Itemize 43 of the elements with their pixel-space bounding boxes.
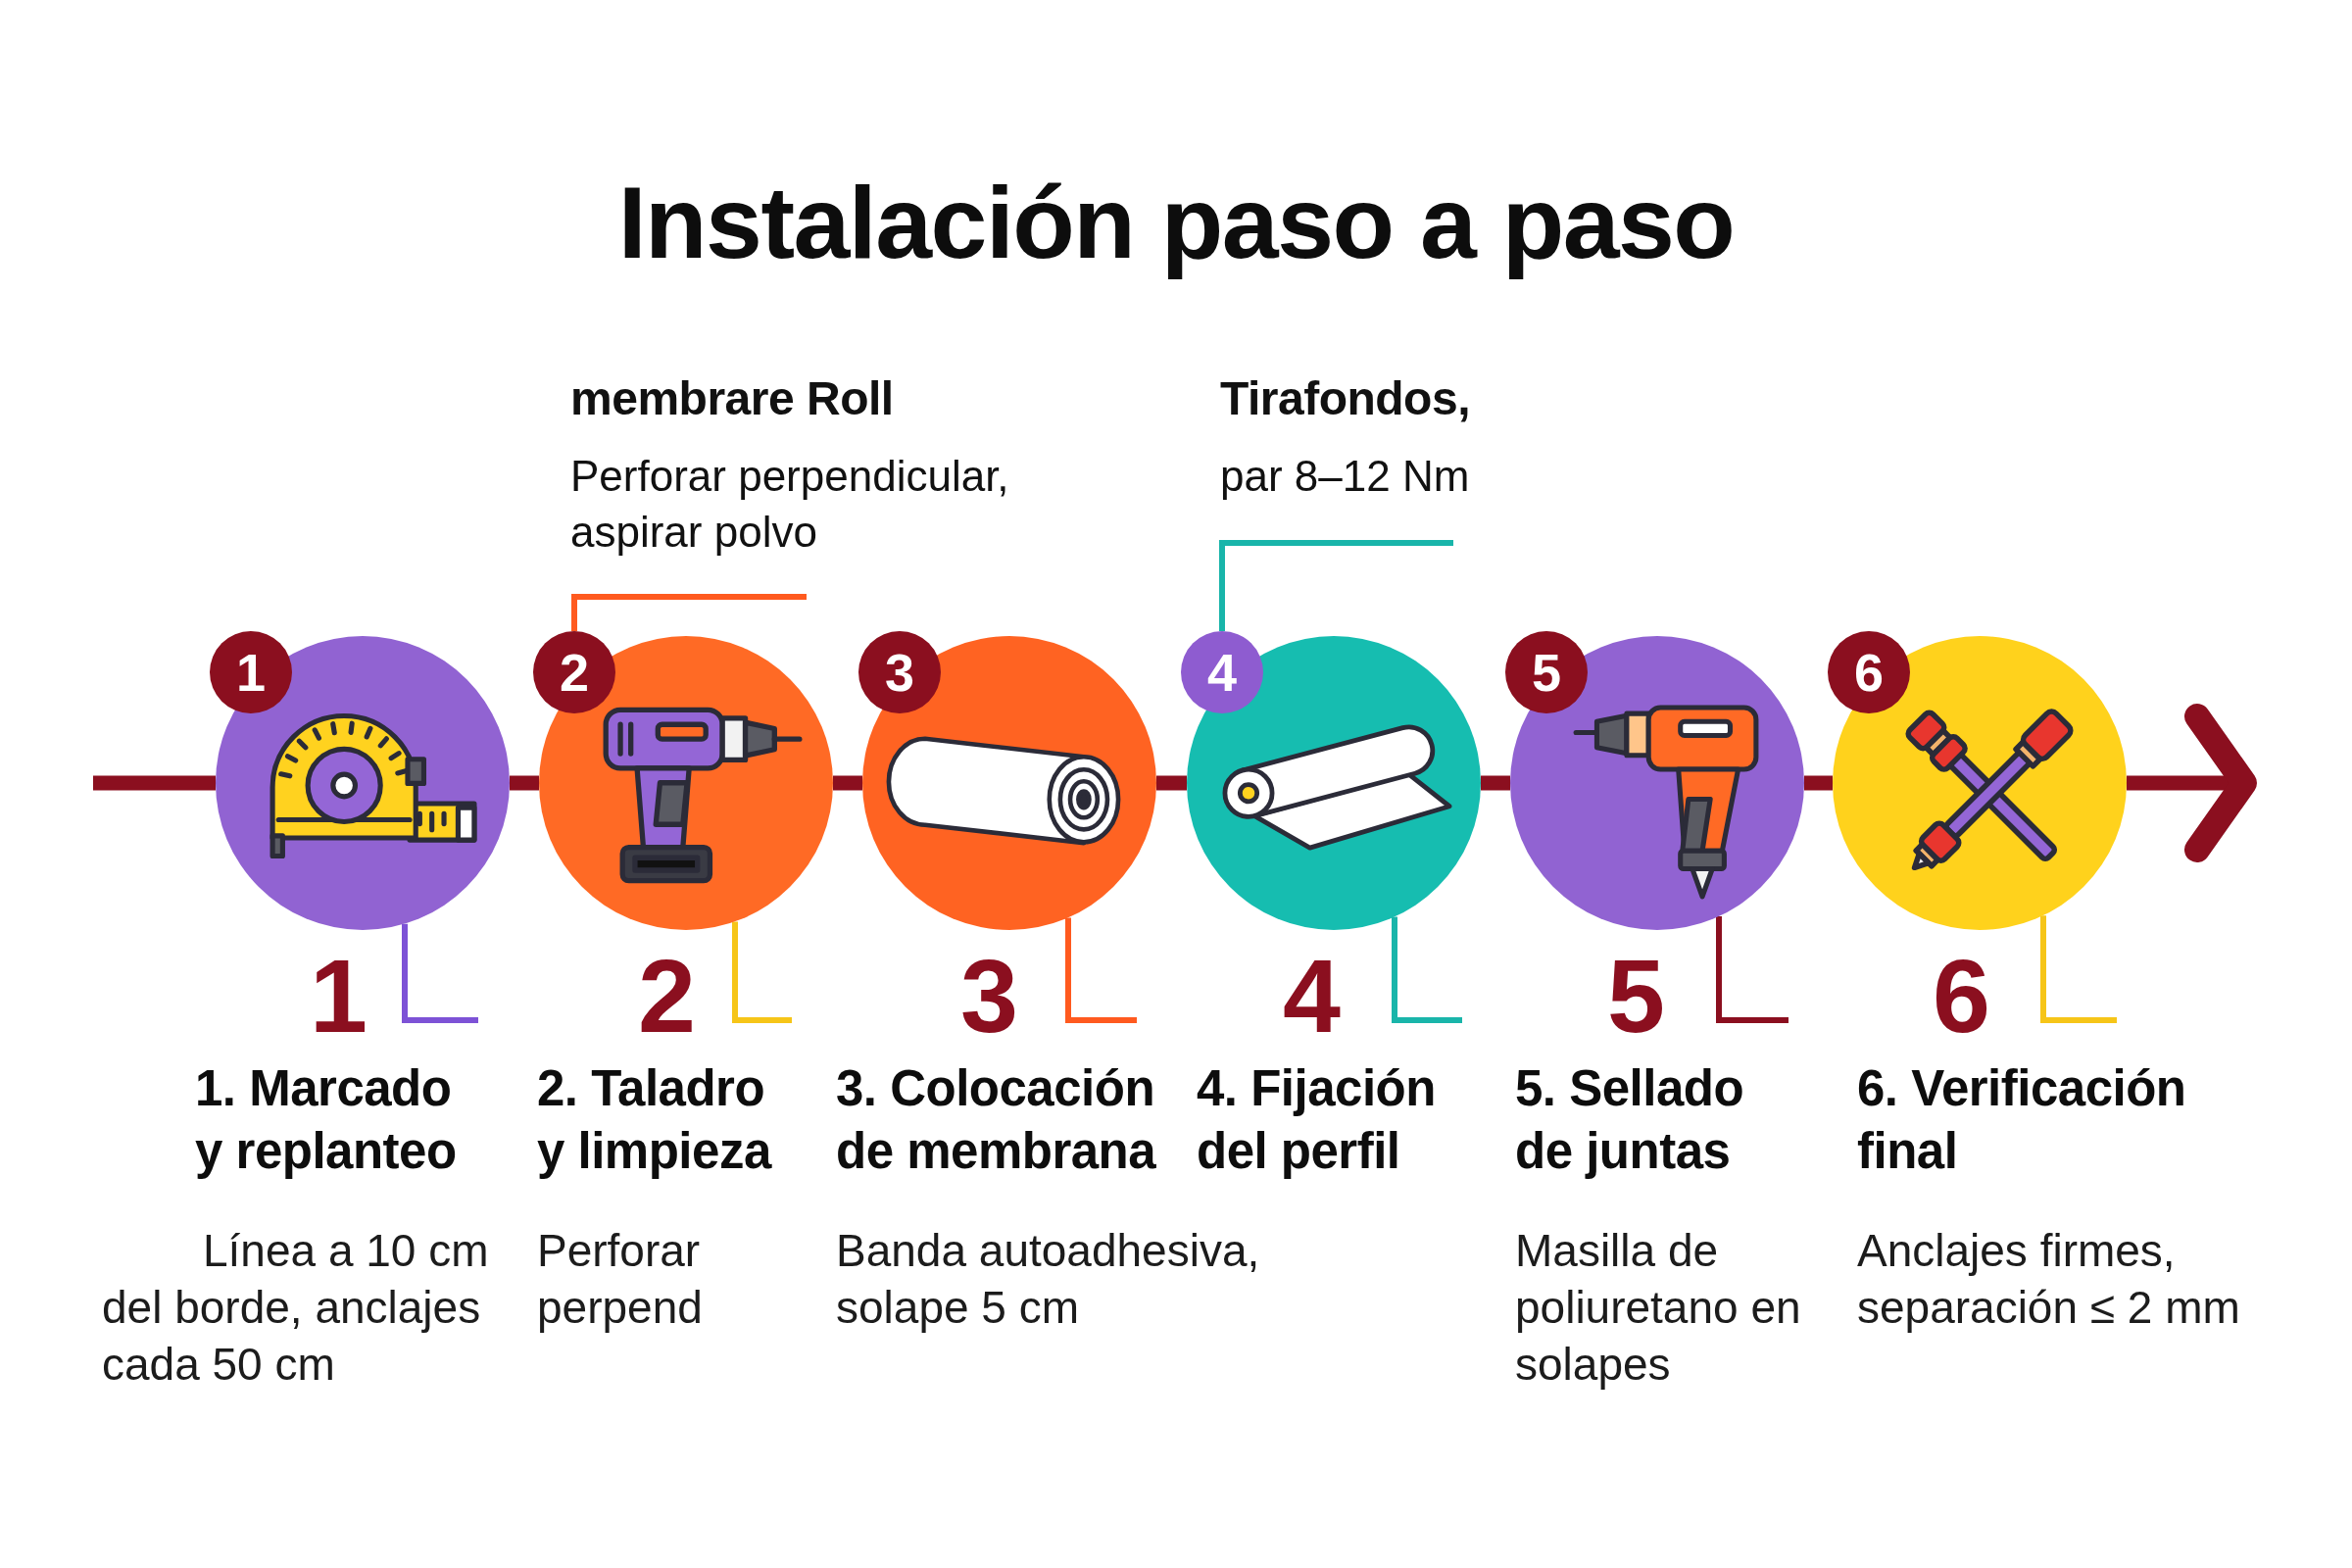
step-number: 2	[638, 951, 696, 1041]
leader-line	[1392, 916, 1462, 1023]
step-number: 4	[1283, 951, 1341, 1041]
timeline-line	[1481, 775, 1510, 791]
step-title: 5. Sellado de juntas	[1515, 1059, 1745, 1181]
timeline-arrow	[2127, 704, 2257, 862]
step-title: 3. Colocación de membrana	[836, 1059, 1157, 1181]
timeline-line	[833, 775, 862, 791]
step-description: Anclajes firmes, separación ≤ 2 mm	[1857, 1224, 2241, 1335]
leader-line	[732, 921, 792, 1023]
callout-text: par 8–12 Nm	[1220, 451, 1471, 502]
step-description: Banda autoadhesiva, solape 5 cm	[836, 1224, 1261, 1335]
number-badge: 2	[533, 631, 615, 713]
step-title: 4. Fijación del perfil	[1197, 1059, 1437, 1181]
leader-line	[1716, 916, 1788, 1023]
number-badge: 1	[210, 631, 292, 713]
step-description: Perforar perpend	[537, 1224, 704, 1335]
leader-line	[1065, 917, 1137, 1023]
leader-line	[2040, 915, 2117, 1023]
step-number: 6	[1933, 951, 1990, 1041]
step-description: Masilla de poliuretano en solapes	[1515, 1224, 1802, 1392]
timeline-line	[1156, 775, 1187, 791]
step-description: Línea a 10 cm del borde, anclajes cada 50 cm	[102, 1224, 490, 1392]
leader-line	[402, 923, 478, 1023]
leader-line	[571, 594, 807, 631]
number-badge: 6	[1828, 631, 1910, 713]
step-number: 3	[960, 951, 1018, 1041]
step-title: 6. Verificación final	[1857, 1059, 2187, 1181]
callout-text: Perforar perpendicular, aspirar polvo	[570, 451, 1010, 558]
timeline-line	[93, 775, 216, 791]
timeline-line	[510, 775, 539, 791]
step-title: 1. Marcado y replanteo	[195, 1059, 458, 1181]
leader-line	[1219, 540, 1453, 631]
page-title: Instalación paso a paso	[616, 165, 1736, 281]
callout-heading: membrare Roll	[570, 371, 895, 426]
number-badge: 5	[1505, 631, 1588, 713]
number-badge: 3	[858, 631, 941, 713]
step-number: 5	[1607, 951, 1665, 1041]
number-badge: 4	[1181, 631, 1263, 713]
timeline-line	[1804, 775, 1833, 791]
callout-heading: Tirafondos,	[1220, 371, 1471, 426]
step-title: 2. Taladro y limpieza	[537, 1059, 773, 1181]
step-number: 1	[310, 951, 368, 1041]
